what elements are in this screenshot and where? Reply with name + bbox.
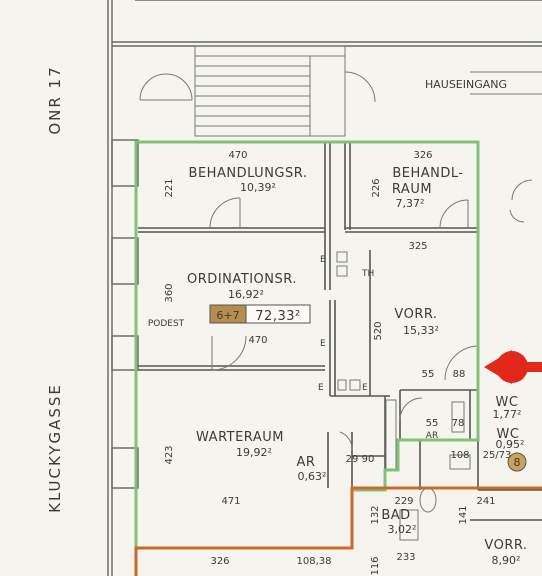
room-vorraum-name: VORR. [394, 307, 437, 322]
entrance-door-left [139, 73, 193, 101]
interior-doors [209, 179, 533, 451]
dim-132: 132 [370, 505, 381, 524]
dim-233: 233 [396, 552, 415, 563]
room-behandlungsraum-1-area: 10,39² [240, 181, 276, 194]
dim-116: 116 [370, 556, 381, 575]
room-ordination-name: ORDINATIONSR. [187, 272, 297, 287]
dim-55: 55 [422, 369, 435, 380]
room-wc-2-name: WC [497, 427, 520, 442]
room-ar-small: AR [426, 431, 438, 441]
dim-2990: 29 90 [346, 454, 375, 465]
dim-2573: 25/73 [483, 450, 512, 461]
dim-326-bottom: 326 [210, 556, 229, 567]
room-bad-name: BAD [381, 508, 410, 523]
room-vorraum-area: 15,33² [403, 324, 439, 337]
room-behandlungsraum-2-line1: BEHANDL- [392, 166, 463, 181]
marker-e-2: E [320, 339, 326, 349]
dim-520: 520 [373, 321, 384, 340]
dim-471: 471 [221, 496, 240, 507]
room-wc-1-area: 1,77² [493, 408, 522, 421]
dim-141: 141 [458, 505, 469, 524]
room-behandlungsraum-2-area: 7,37² [396, 197, 425, 210]
room-behandlungsraum-1-name: BEHANDLUNGSR. [189, 166, 308, 181]
room-vorr-bottom-name: VORR. [484, 538, 527, 553]
unit-outline-orange [134, 486, 542, 576]
building-walls [107, 0, 542, 576]
room-ar-area: 0,63² [298, 470, 327, 483]
dim-241: 241 [476, 496, 495, 507]
entrance-door-right [344, 71, 542, 136]
interior-walls [138, 142, 542, 521]
dim-88: 88 [453, 369, 466, 380]
marker-e-1: E [320, 255, 326, 265]
dim-221: 221 [164, 178, 175, 197]
entrance-arrow-icon [484, 350, 542, 384]
dim-325: 325 [408, 241, 427, 252]
street-onr: ONR 17 [46, 65, 64, 134]
marker-circle [507, 452, 527, 472]
room-wc-2-area: 0,95² [496, 438, 525, 451]
room-ordination-area: 16,92² [228, 288, 264, 301]
street-kluckygasse: KLUCKYGASSE [46, 383, 64, 513]
dim-423: 423 [164, 445, 175, 464]
label-hauseingang: HAUSEINGANG [425, 78, 507, 91]
dim-326-top: 326 [413, 150, 432, 161]
dim-360: 360 [164, 283, 175, 302]
marker-8: 8 [514, 456, 521, 469]
room-bad-area: 3,02² [388, 523, 417, 536]
room-warteraum-name: WARTERAUM [196, 430, 284, 445]
dim-229: 229 [394, 496, 413, 507]
staircase [194, 45, 346, 137]
unit-number: 6+7 [216, 309, 239, 322]
dim-470-top: 470 [228, 150, 247, 161]
dim-108-38: 108,38 [297, 556, 332, 567]
room-behandlungsraum-2-line2: RAUM [392, 182, 432, 197]
marker-e-3: E [318, 383, 324, 393]
room-ar-name: AR [297, 455, 316, 470]
dim-108: 108 [450, 450, 469, 461]
room-vorr-bottom-area: 8,90² [492, 554, 521, 567]
unit-area-box [245, 304, 311, 324]
room-wc-1-name: WC [496, 395, 519, 410]
dim-226: 226 [371, 178, 382, 197]
dim-78: 78 [452, 418, 465, 429]
marker-th: TH [361, 269, 374, 279]
dim-470-mid: 470 [248, 335, 267, 346]
dim-55b: 55 [426, 418, 439, 429]
marker-e-4: E [362, 383, 368, 393]
unit-area: 72,33² [255, 309, 300, 324]
label-podest: PODEST [148, 319, 185, 329]
room-warteraum-area: 19,92² [236, 446, 272, 459]
